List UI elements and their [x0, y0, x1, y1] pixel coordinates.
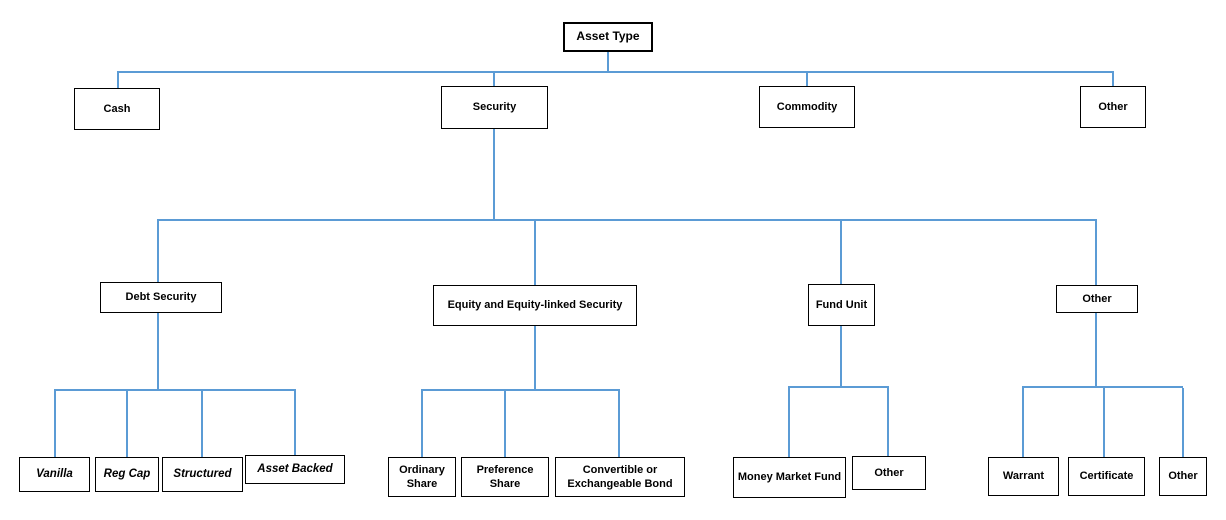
- connector-line: [618, 391, 620, 457]
- connector-line: [1112, 73, 1114, 86]
- node-money-market-fund: Money Market Fund: [733, 457, 846, 498]
- node-structured: Structured: [162, 457, 243, 492]
- node-vanilla: Vanilla: [19, 457, 90, 492]
- connector-line: [788, 388, 790, 457]
- connector-line: [126, 391, 128, 457]
- node-reg-cap: Reg Cap: [95, 457, 159, 492]
- connector-line: [1182, 388, 1184, 457]
- connector-line: [1103, 388, 1105, 457]
- connector-line: [840, 326, 842, 386]
- connector-line: [54, 389, 296, 391]
- connector-line: [887, 388, 889, 456]
- connector-line: [117, 73, 119, 88]
- connector-line: [1022, 386, 1183, 388]
- connector-line: [1095, 221, 1097, 285]
- node-certificate: Certificate: [1068, 457, 1145, 496]
- node-equity-linked-security: Equity and Equity-linked Security: [433, 285, 637, 326]
- node-asset-type: Asset Type: [563, 22, 653, 52]
- node-other-level1: Other: [1080, 86, 1146, 128]
- connector-line: [504, 391, 506, 457]
- connector-line: [493, 129, 495, 219]
- node-other-security: Other: [1056, 285, 1138, 313]
- connector-line: [294, 391, 296, 455]
- node-debt-security: Debt Security: [100, 282, 222, 313]
- connector-line: [607, 52, 609, 71]
- node-commodity: Commodity: [759, 86, 855, 128]
- connector-line: [534, 326, 536, 389]
- connector-line: [534, 221, 536, 285]
- connector-line: [157, 221, 159, 282]
- connector-line: [157, 313, 159, 389]
- connector-line: [493, 73, 495, 86]
- connector-line: [117, 71, 1114, 73]
- node-preference-share: Preference Share: [461, 457, 549, 497]
- connector-line: [806, 73, 808, 86]
- connector-line: [421, 389, 620, 391]
- node-security: Security: [441, 86, 548, 129]
- node-asset-backed: Asset Backed: [245, 455, 345, 484]
- node-fund-unit: Fund Unit: [808, 284, 875, 326]
- node-other-right: Other: [1159, 457, 1207, 496]
- connector-line: [840, 221, 842, 284]
- connector-line: [421, 391, 423, 457]
- node-ordinary-share: Ordinary Share: [388, 457, 456, 497]
- connector-line: [157, 219, 1097, 221]
- connector-line: [54, 391, 56, 457]
- node-fund-other: Other: [852, 456, 926, 490]
- connector-line: [1022, 388, 1024, 457]
- node-warrant: Warrant: [988, 457, 1059, 496]
- connector-line: [201, 391, 203, 457]
- connector-line: [788, 386, 889, 388]
- connector-line: [1095, 313, 1097, 386]
- node-cash: Cash: [74, 88, 160, 130]
- node-convertible-exchangeable-bond: Convertible or Exchangeable Bond: [555, 457, 685, 497]
